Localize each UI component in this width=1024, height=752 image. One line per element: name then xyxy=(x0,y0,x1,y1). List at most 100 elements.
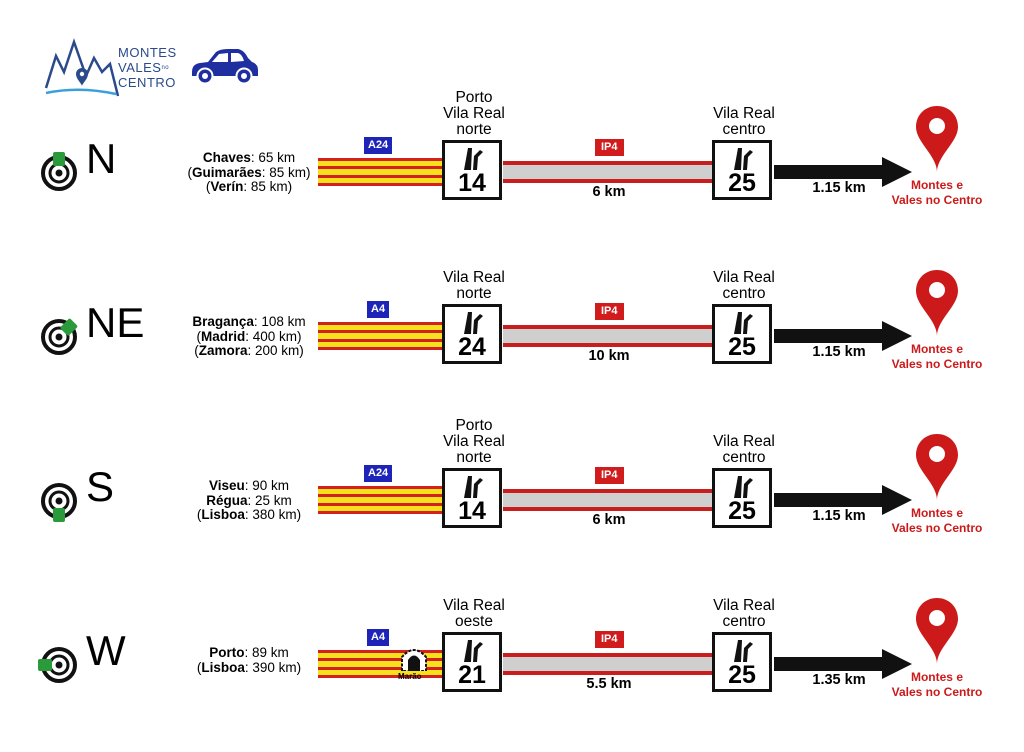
exit-number: 24 xyxy=(458,333,486,361)
ip-road xyxy=(503,161,713,183)
destination-line: Vales no Centro xyxy=(891,193,983,207)
compass-target-icon xyxy=(38,647,77,683)
ip-badge: IP4 xyxy=(595,303,624,320)
compass-target-icon xyxy=(41,318,78,355)
origin-city: Guimarães xyxy=(191,164,262,180)
exit-2-sign: 25 xyxy=(712,468,772,528)
origin-city: Bragança xyxy=(192,314,254,329)
place-line: Vila Real xyxy=(443,433,505,450)
arrow-right-icon xyxy=(774,321,912,351)
origin-entry: (Lisboa: 390 km) xyxy=(196,659,302,675)
direction-label: W xyxy=(86,627,126,674)
destination-line: Montes e xyxy=(910,178,963,192)
motorway-road xyxy=(318,486,444,514)
origin-city: Lisboa xyxy=(201,659,245,675)
origin-city: Zamora xyxy=(198,343,248,358)
exit-number: 25 xyxy=(728,169,756,197)
exit-number: 25 xyxy=(728,497,756,525)
ip-distance: 5.5 km xyxy=(586,676,632,692)
place-line: norte xyxy=(456,121,492,138)
motorway-badge: A4 xyxy=(367,301,390,318)
origin-entry: Régua: 25 km xyxy=(206,492,292,508)
final-distance: 1.15 km xyxy=(812,344,866,360)
motorway-road xyxy=(318,158,444,186)
logo-line-1: MONTES xyxy=(118,45,177,60)
map-pin-icon xyxy=(916,434,958,500)
logo-line-2-small: no xyxy=(161,65,170,72)
exit-2-sign: 25 xyxy=(712,632,772,692)
mountain-pin-icon xyxy=(44,38,120,97)
compass-target-icon xyxy=(41,483,77,522)
destination-line: Montes e xyxy=(910,342,963,356)
direction-label: S xyxy=(86,463,115,510)
map-pin-icon xyxy=(916,106,958,172)
ip-road xyxy=(503,325,713,347)
origin-entry: Viseu: 90 km xyxy=(208,478,290,493)
direction-label: N xyxy=(86,135,117,182)
origin-city: Régua xyxy=(206,492,248,508)
origin-city: Chaves xyxy=(202,150,251,165)
ip-distance: 10 km xyxy=(588,348,630,364)
destination-line: Montes e xyxy=(910,670,963,684)
place-line: norte xyxy=(456,285,492,302)
destination-line: Vales no Centro xyxy=(891,685,983,699)
exit-number: 25 xyxy=(728,661,756,689)
place-line: Porto xyxy=(455,417,493,434)
exit-1-sign: 14 xyxy=(442,468,502,528)
final-distance: 1.35 km xyxy=(812,672,866,688)
arrow-right-icon xyxy=(774,485,912,515)
origin-city: Verín xyxy=(210,179,244,194)
place-line: Vila Real xyxy=(443,105,505,122)
origin-city: Porto xyxy=(209,645,245,660)
origin-entry: (Verín: 85 km) xyxy=(205,179,293,194)
place-line: Porto xyxy=(455,89,493,106)
origin-city: Madrid xyxy=(200,328,246,344)
route-row-n: N Chaves: 65 km(Guimarães: 85 km)(Verín: … xyxy=(0,90,1024,260)
compass-target-icon xyxy=(41,152,77,191)
exit-1-sign: 14 xyxy=(442,140,502,200)
exit-1-sign: 24 xyxy=(442,304,502,364)
origin-city: Viseu xyxy=(208,478,245,493)
exit-number: 14 xyxy=(458,169,486,197)
origin-entry: Porto: 89 km xyxy=(209,645,289,660)
car-icon xyxy=(192,49,258,85)
motorway-badge: A24 xyxy=(364,465,393,482)
logo-line-2-wrap: VALESno xyxy=(118,61,169,75)
destination-line: Vales no Centro xyxy=(891,357,983,371)
brand-logo: MONTES VALESno CENTRO xyxy=(44,38,177,98)
exit-2-sign: 25 xyxy=(712,304,772,364)
origin-entry: Chaves: 65 km xyxy=(202,150,296,165)
exit-2-sign: 25 xyxy=(712,140,772,200)
place-line: Vila Real xyxy=(443,269,505,286)
ip-road xyxy=(503,653,713,675)
arrow-right-icon xyxy=(774,157,912,187)
logo-line-2: VALES xyxy=(118,60,162,75)
arrow-right-icon xyxy=(774,649,912,679)
ip-badge: IP4 xyxy=(595,467,624,484)
motorway-badge: A4 xyxy=(367,629,390,646)
origin-entry: Bragança: 108 km xyxy=(192,314,306,329)
ip-badge: IP4 xyxy=(595,631,624,648)
origin-list: Bragança: 108 km(Madrid: 400 km)(Zamora:… xyxy=(180,314,318,359)
origin-list: Chaves: 65 km(Guimarães: 85 km)(Verín: 8… xyxy=(180,150,318,195)
ip-road xyxy=(503,489,713,511)
origin-list: Porto: 89 km(Lisboa: 390 km) xyxy=(180,645,318,675)
destination-line: Montes e xyxy=(910,506,963,520)
place-line: centro xyxy=(722,285,766,302)
place-line: oeste xyxy=(455,613,493,630)
place-line: Vila Real xyxy=(713,269,775,286)
final-distance: 1.15 km xyxy=(812,180,866,196)
